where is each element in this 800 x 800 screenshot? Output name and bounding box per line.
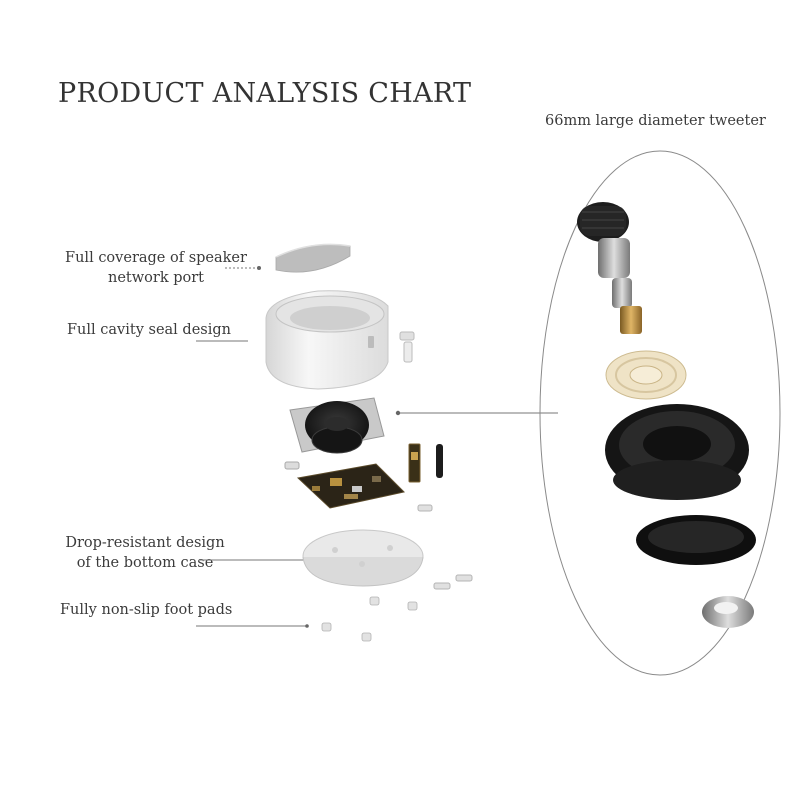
pcb-board [298, 464, 404, 508]
small-pcb [409, 444, 420, 482]
tweeter-gear-top [577, 202, 629, 242]
diaphragm-cone [636, 515, 756, 565]
woofer-driver [290, 398, 384, 453]
bottom-case [303, 530, 423, 586]
upper-shell [266, 291, 388, 389]
left-clip [285, 462, 299, 469]
grille-cover [276, 244, 350, 272]
foot-pads [322, 597, 417, 641]
spider-ring [606, 351, 686, 399]
side-clip [400, 332, 414, 362]
dust-cap [702, 596, 754, 628]
leader-dot-feet [305, 624, 309, 628]
side-pads [418, 505, 472, 589]
voice-coil [620, 306, 642, 334]
magnet-cylinder [598, 238, 630, 278]
leader-dot-driver [396, 411, 400, 415]
woofer-basket [605, 404, 749, 500]
leader-dot-port [257, 266, 261, 270]
button-strip [436, 444, 443, 478]
pole-piece [612, 278, 632, 308]
